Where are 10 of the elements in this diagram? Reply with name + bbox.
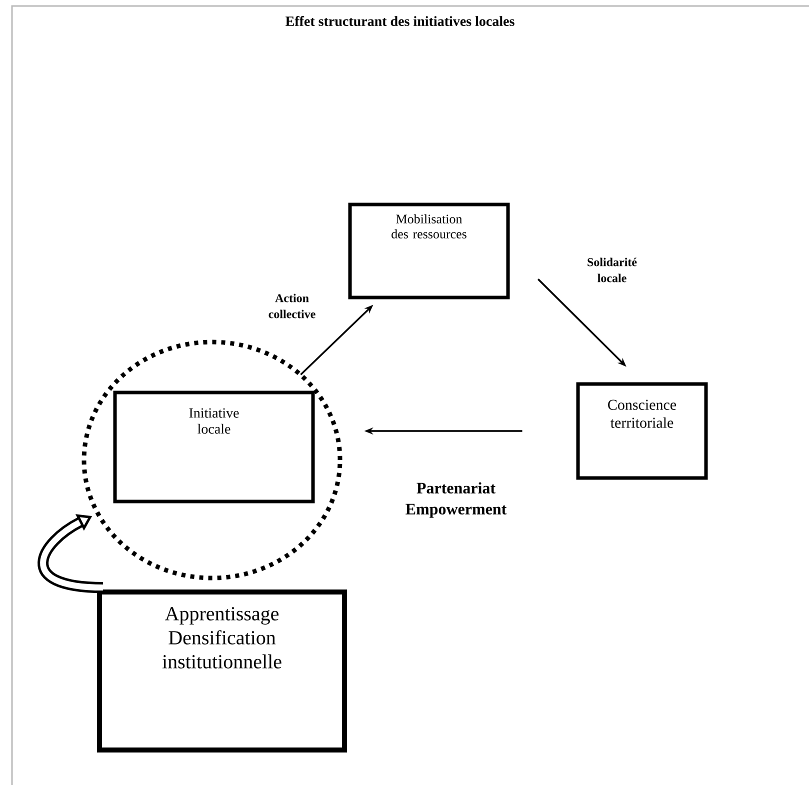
edge-label: Solidarité locale	[588, 258, 637, 282]
edge-label: Partenariat Empowerment	[406, 482, 507, 518]
text-box: Mobilisation des ressources	[348, 202, 510, 300]
text-box: Conscience territoriale	[576, 382, 708, 480]
edge-label: Action collective	[268, 294, 316, 318]
text-box: Apprentissage Densification institutionnelle	[97, 590, 347, 752]
curved-arrow	[38, 514, 104, 593]
dotted-circle	[82, 340, 342, 580]
title: Effet structurant des initiatives locales	[286, 16, 514, 26]
text-box: Initiative locale	[113, 390, 315, 504]
